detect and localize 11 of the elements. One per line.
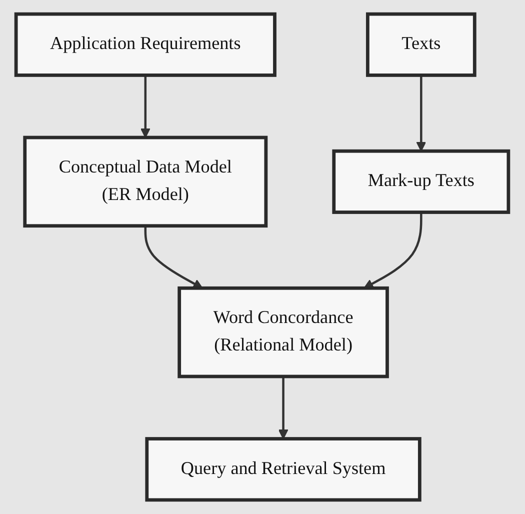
- node-box: Word Concordance (Relational Model): [178, 286, 390, 378]
- arrow: [144, 226, 204, 289]
- node-box: Conceptual Data Model (ER Model): [23, 136, 268, 228]
- arrow: [278, 376, 289, 440]
- arrow: [364, 212, 423, 289]
- node-box: Application Requirements: [14, 12, 277, 77]
- arrow: [140, 75, 151, 138]
- arrow: [416, 75, 426, 152]
- node-box: Mark-up Texts: [332, 149, 510, 214]
- node-box: Texts: [366, 12, 477, 77]
- node-box: Query and Retrieval System: [145, 437, 422, 502]
